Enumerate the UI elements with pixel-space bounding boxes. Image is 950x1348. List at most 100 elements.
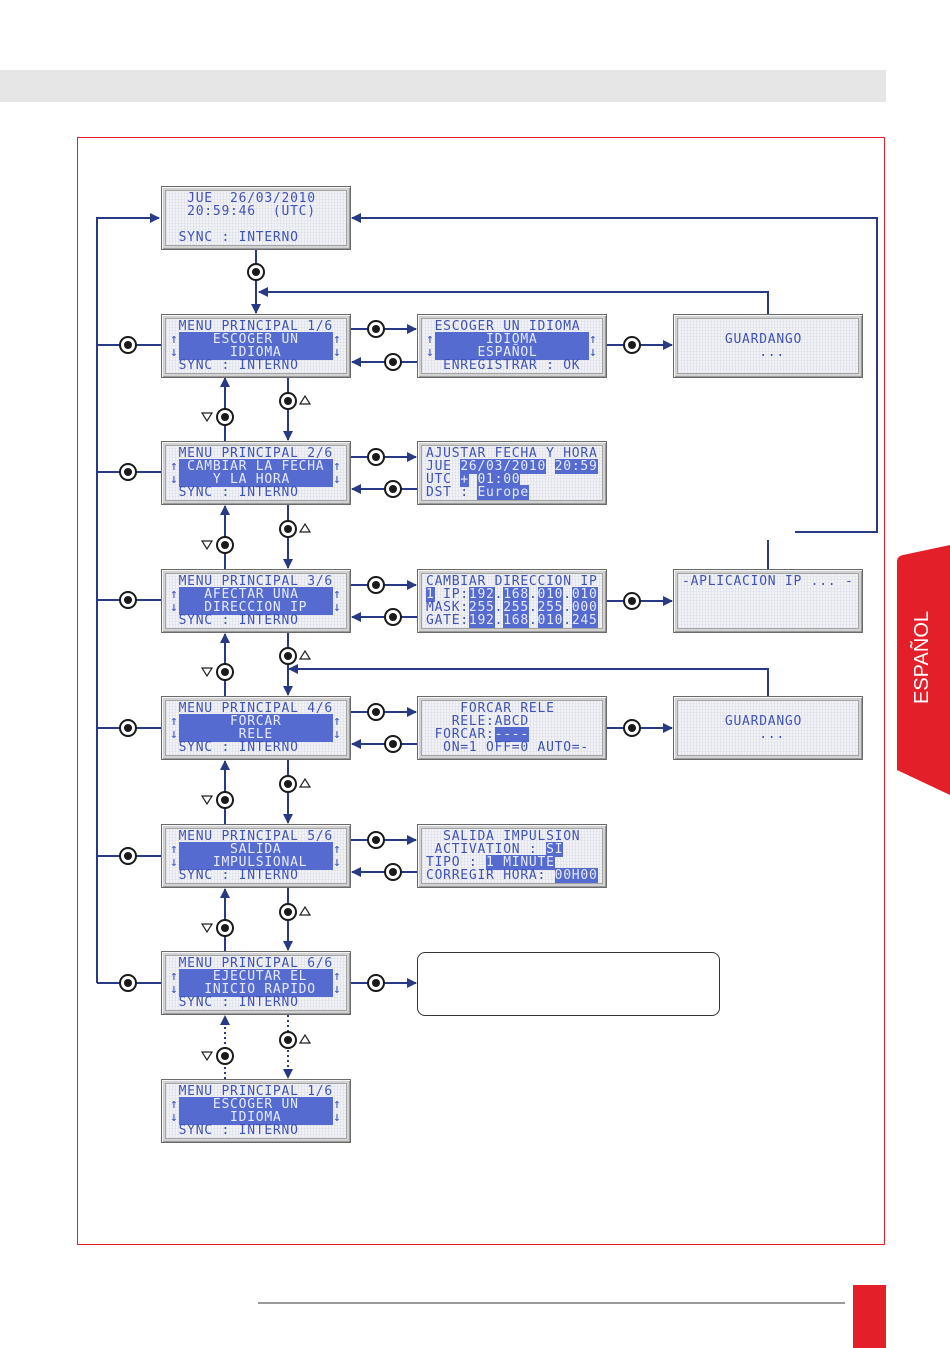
lcd-highlighted-text: SI [546,842,564,857]
down-triangle-icon [200,923,214,934]
lcd-text: ↑ [170,459,179,474]
lcd-text: SALIDA IMPULSION [426,829,581,844]
arrow-saving2-return [288,664,769,696]
lcd-text: ↓ [332,727,342,742]
lcd-highlighted-text: EJECUTAR EL [178,969,333,984]
lcd-line: ↑ CAMBIAR LA FECHA ↑ [170,459,346,474]
down-triangle-icon [200,412,214,423]
lcd-text: ↑ [170,587,179,602]
lcd-text: MASK: [426,600,469,615]
button-press-icon [384,608,402,626]
lcd-text: SYNC : INTERNO [170,740,299,755]
button-press-icon [367,320,385,338]
lcd-highlighted-text: INICIO RAPIDO [178,982,333,997]
arrow-saving1-return [258,287,769,314]
lcd-text: SYNC : INTERNO [170,995,299,1010]
lcd-line: ↓ IDIOMA ↓ [170,1110,346,1125]
lcd-line: GATE:192.168.010.245 [426,613,602,628]
lcd-text: ↑ [170,332,179,347]
lcd-text: ↑ [426,332,435,347]
button-press-icon [119,336,137,354]
lcd-text: ↓ [170,600,179,615]
lcd-text: ↑ [332,842,342,857]
lcd-highlighted-text: 192 [468,587,495,602]
lcd-highlighted-text: 26/03/2010 [460,459,547,474]
lcd-line: FORCAR:---- [426,727,602,742]
lcd-highlighted-text: ESPAÑOL [434,345,589,360]
lcd-line: ↑ ESCOGER UN ↑ [170,332,346,347]
lcd-highlighted-text: AFECTAR UNA [178,587,333,602]
lcd-text: ↑ [170,842,179,857]
lcd-highlighted-text: 168 [503,613,529,628]
lcd-line: MENU PRINCIPAL 2/6 [170,447,346,460]
lcd-screen-menu-1: MENU PRINCIPAL 1/6↑ ESCOGER UN ↑↓ IDIOMA… [161,1079,351,1143]
lcd-screen-force-relay: FORCAR RELE RELE:ABCD FORCAR:---- ON=1 O… [417,696,607,760]
lcd-text: UTC [426,472,461,487]
lcd-text: GUARDANGO [682,332,803,347]
lcd-highlighted-text: 1 [426,587,435,602]
lcd-line: SYNC : INTERNO [170,359,346,372]
lcd-line: -APLICACION IP ... - [682,575,858,588]
lcd-text: . [494,613,504,628]
lcd-text: SYNC : INTERNO [170,1123,299,1138]
lcd-line: SYNC : INTERNO [170,614,346,627]
button-press-icon [216,791,234,809]
lcd-text: ↓ [332,982,342,997]
lcd-highlighted-text: 000 [571,600,598,615]
lcd-highlighted-text: 192 [468,613,495,628]
lcd-highlighted-text: CAMBIAR LA FECHA [178,459,333,474]
lcd-highlighted-text: IMPULSIONAL [178,855,333,870]
lcd-highlighted-text: FORCAR [178,714,333,729]
button-press-icon [119,719,137,737]
button-press-icon [367,974,385,992]
lcd-text: ↓ [426,345,435,360]
lcd-text: 20:59:46 (UTC) [170,204,316,219]
lcd-highlighted-text: RELE [178,727,333,742]
lcd-text: MENU PRINCIPAL 2/6 [170,446,333,461]
button-press-icon [367,448,385,466]
lcd-line: MENU PRINCIPAL 3/6 [170,575,346,588]
lcd-text: ↑ [170,714,179,729]
footer-page-marker [853,1285,886,1348]
lcd-text: ↑ [332,1097,342,1112]
lcd-line: ENREGISTRAR : OK [426,359,602,372]
down-triangle-icon [200,540,214,551]
lcd-highlighted-text: 255 [468,600,495,615]
lcd-highlighted-text: IDIOMA [178,345,333,360]
lcd-text: . [563,600,572,615]
arrow-apply-ip-return-b [351,213,878,533]
lcd-line: ↓ Y LA HORA ↓ [170,472,346,487]
lcd-screen-saving: GUARDANGO ... [673,314,863,378]
lcd-highlighted-text: 255 [503,600,529,615]
lcd-line [682,588,858,601]
button-press-icon [384,863,402,881]
lcd-text: SYNC : INTERNO [170,230,299,245]
button-press-icon [216,408,234,426]
lcd-line: FORCAR RELE [426,702,602,715]
button-press-icon [623,719,641,737]
up-triangle-icon [298,394,312,405]
lcd-line: MENU PRINCIPAL 5/6 [170,830,346,843]
lcd-text: ↑ [170,969,179,984]
lcd-text: -APLICACION IP ... - [682,574,854,589]
button-press-icon [216,1047,234,1065]
lcd-screen-language: ESCOGER UN IDIOMA↑ IDIOMA ↑↓ ESPAÑOL ↓ E… [417,314,607,378]
lcd-highlighted-text: IDIOMA [434,332,589,347]
lcd-screen-menu-3: MENU PRINCIPAL 3/6↑ AFECTAR UNA ↑↓ DIREC… [161,569,351,633]
lcd-text: ↓ [170,472,179,487]
lcd-line: ↓ INICIO RAPIDO ↓ [170,982,346,997]
lcd-line: 20:59:46 (UTC) [170,205,346,218]
lcd-text: ↑ [588,332,598,347]
lcd-text: ESCOGER UN IDIOMA [426,319,581,334]
lcd-highlighted-text: 245 [571,613,598,628]
lcd-line: SYNC : INTERNO [170,996,346,1009]
lcd-text: CORREGIR HORA: [426,868,555,883]
lcd-screen-menu-1: MENU PRINCIPAL 1/6↑ ESCOGER UN ↑↓ IDIOMA… [161,314,351,378]
quick-start-box [417,952,720,1016]
lcd-screen-menu-5: MENU PRINCIPAL 5/6↑ SALIDA ↑↓ IMPULSIONA… [161,824,351,888]
button-press-icon [279,1031,297,1049]
lcd-text: ON=1 OFF=0 AUTO=- [426,740,589,755]
